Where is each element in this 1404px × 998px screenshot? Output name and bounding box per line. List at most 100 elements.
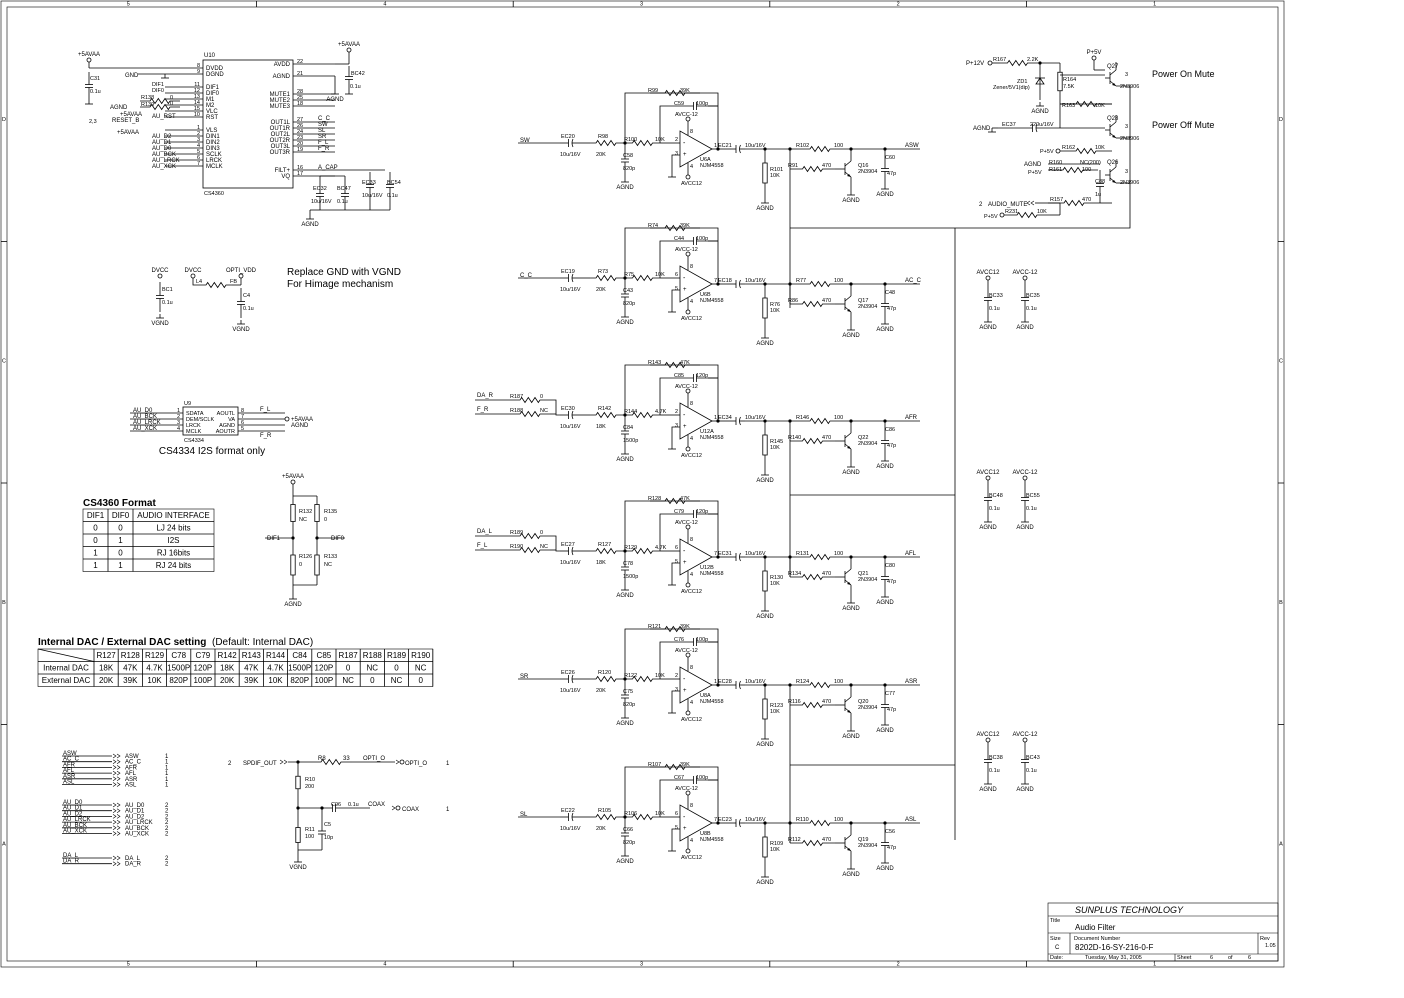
power-symbol xyxy=(685,710,691,716)
pin-name: AVDD xyxy=(274,62,291,68)
part-value: 10K xyxy=(770,581,780,587)
resistor-r75 xyxy=(625,274,660,282)
part-value: NC xyxy=(324,562,332,568)
dac-row-label: External DAC xyxy=(42,676,91,685)
offpage-arrow xyxy=(112,776,121,782)
bus-net-label: AU_D1 xyxy=(152,140,172,146)
emitter-arrow xyxy=(847,446,851,449)
border-row-mark: D xyxy=(1279,117,1283,123)
pin-number: 24 xyxy=(297,129,303,135)
part-value: 470 xyxy=(822,163,831,169)
pin-number: 7 xyxy=(714,278,717,284)
size-value: C xyxy=(1055,945,1060,951)
pin-number: 28 xyxy=(297,89,303,95)
pin-name: OUT1R xyxy=(270,126,291,132)
connector-net: ASR xyxy=(63,774,76,780)
part-ref: C67 xyxy=(674,775,684,781)
resistor-r231 xyxy=(1004,211,1050,219)
net-label: COAX xyxy=(368,802,385,808)
wire xyxy=(192,278,200,286)
connector-page: 2 xyxy=(165,862,169,868)
net-label: OPTI_O xyxy=(363,756,385,762)
power-symbol xyxy=(685,309,691,315)
pin-name: OUT2L xyxy=(271,132,291,138)
dac-table-cell: 10K xyxy=(268,676,283,685)
connector-page: 1 xyxy=(165,777,169,783)
power-symbol xyxy=(346,47,352,53)
ground-label: AGND xyxy=(842,198,860,204)
table-cell: 0 xyxy=(93,524,98,533)
part-ref: R124 xyxy=(796,679,809,685)
resistor-r132 xyxy=(290,504,296,522)
part-value: 10u/16V xyxy=(745,679,766,685)
date-value: Tuesday, May 31, 2005 xyxy=(1085,955,1142,961)
offpage-arrow xyxy=(112,770,121,776)
table-cell: 0 xyxy=(118,524,123,533)
supply-label: AVCC12 xyxy=(681,717,702,723)
connector-port: ASW xyxy=(125,754,139,760)
ground-label: AGND xyxy=(756,341,774,347)
resistor-r189 xyxy=(510,532,550,540)
part-value: 10u/16V xyxy=(311,199,332,205)
power-on-mute-label: Power On Mute xyxy=(1152,69,1215,79)
sheet-total: 6 xyxy=(1248,955,1251,961)
power-symbol xyxy=(685,848,691,854)
dac-table-diagonal xyxy=(37,648,95,662)
ground-label: AGND xyxy=(979,787,997,793)
pin-number: 1 xyxy=(714,143,717,149)
ground-label: AGND xyxy=(842,333,860,339)
border-col-mark: 3 xyxy=(640,962,643,968)
part-ref: R11 xyxy=(305,827,315,833)
junction-dot xyxy=(788,683,792,687)
part-value: 10u/16V xyxy=(560,560,581,566)
sheet-number: 6 xyxy=(1210,955,1213,961)
emitter-arrow xyxy=(847,848,851,851)
opamp-inv: - xyxy=(683,676,686,683)
part-ref: BC43 xyxy=(1026,755,1040,761)
part-ref: R162 xyxy=(1062,145,1075,151)
pin-name: LRCK xyxy=(206,158,222,164)
table-header: DIF0 xyxy=(112,511,130,520)
resistor-r112 xyxy=(790,839,835,847)
junction-dot xyxy=(883,282,887,286)
pin-name: MUTE2 xyxy=(270,98,291,104)
ground-label: AGND xyxy=(876,600,894,606)
part-ref: C48 xyxy=(885,290,895,296)
part-value: 18K xyxy=(596,560,606,566)
connector-port: AFL xyxy=(125,771,137,777)
part-value: 220u/16V xyxy=(1030,122,1054,128)
part-ref: C76 xyxy=(674,637,684,643)
pin-number: 5 xyxy=(675,559,678,565)
part-ref: R98 xyxy=(598,134,608,140)
collector xyxy=(844,834,852,841)
part-ref: EC19 xyxy=(561,269,575,275)
resistor-r124 xyxy=(790,681,850,689)
part-ref: R128 xyxy=(648,496,661,502)
part-ref: C44 xyxy=(674,236,684,242)
pin-number: 7 xyxy=(714,817,717,823)
net-label: AU_LRCK xyxy=(133,420,161,426)
net-label: P+12V xyxy=(966,61,984,67)
resistor-r10 xyxy=(295,775,301,790)
part-ref: R10 xyxy=(305,777,315,783)
offpage-port xyxy=(395,805,401,811)
net-label: RESET_B xyxy=(112,118,139,124)
resistor-r86 xyxy=(790,300,835,308)
junction-dot xyxy=(849,419,853,423)
part-ref: C86 xyxy=(885,427,895,433)
connector-page: 1 xyxy=(165,783,169,789)
part-ref: R74 xyxy=(648,223,658,229)
net-label: A_CAP xyxy=(318,165,338,171)
border-col-mark: 5 xyxy=(127,962,130,968)
opamp-noninv: + xyxy=(683,424,687,430)
pin-number: 3 xyxy=(1125,72,1128,78)
part-value: 10K xyxy=(1037,209,1047,215)
opamp-ref: U6A xyxy=(700,157,711,163)
dac-table-cell: 100P xyxy=(194,676,213,685)
zener-diode-zd1 xyxy=(1035,77,1045,85)
capacitor-plate-curved xyxy=(739,818,741,828)
part-value: 120p xyxy=(696,373,708,379)
pin-number: 4 xyxy=(177,426,180,432)
opamp-part: NJM4558 xyxy=(700,837,724,843)
